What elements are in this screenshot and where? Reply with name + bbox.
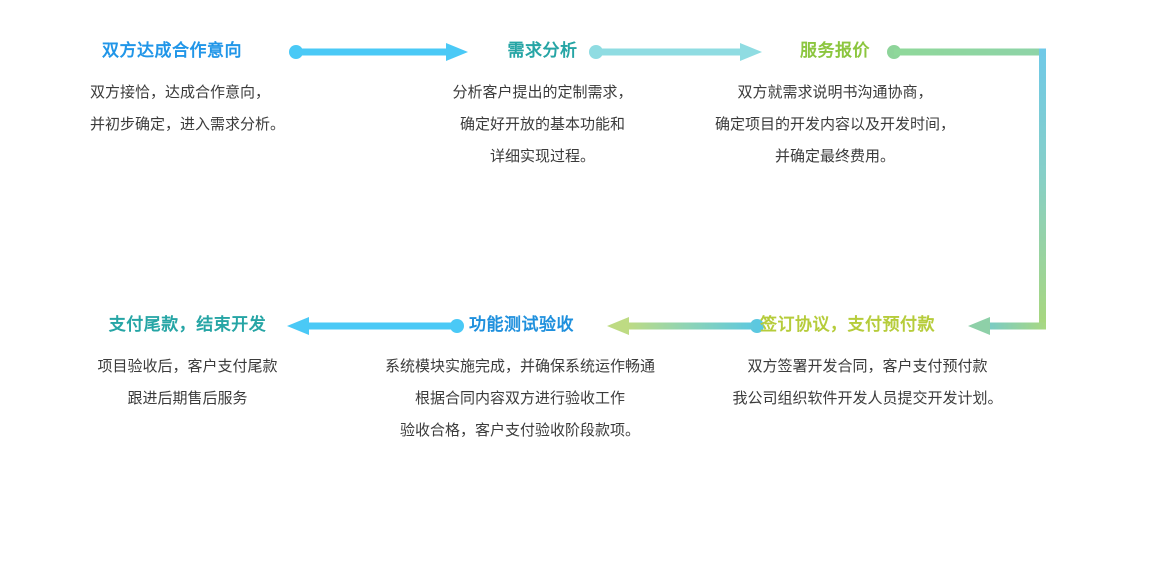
- step-description: 系统模块实施完成，并确保系统运作畅通 根据合同内容双方进行验收工作 验收合格，客…: [365, 350, 675, 446]
- step-sign-agreement-prepayment: 签订协议，支付预付款 双方签署开发合同，客户支付预付款 我公司组织软件开发人员提…: [710, 314, 1050, 414]
- step-title: 服务报价: [800, 41, 870, 61]
- step-description: 项目验收后，客户支付尾款 跟进后期售后服务: [55, 350, 320, 414]
- step-description: 双方就需求说明书沟通协商， 确定项目的开发内容以及开发时间， 并确定最终费用。: [700, 76, 970, 172]
- step-description-line: 详细实现过程。: [489, 147, 595, 165]
- step-description-line: 双方接恰，达成合作意向，: [90, 83, 271, 101]
- step-description-line: 系统模块实施完成，并确保系统运作畅通: [384, 357, 655, 375]
- step-description: 双方签署开发合同，客户支付预付款 我公司组织软件开发人员提交开发计划。: [685, 350, 1050, 414]
- step-description: 双方接恰，达成合作意向， 并初步确定，进入需求分析。: [90, 76, 330, 140]
- step-agreement-of-intent: 双方达成合作意向 双方接恰，达成合作意向， 并初步确定，进入需求分析。: [90, 40, 330, 140]
- step-title: 双方达成合作意向: [102, 41, 242, 61]
- step-description-line: 双方就需求说明书沟通协商，: [737, 83, 933, 101]
- step-description-line: 确定好开放的基本功能和: [459, 115, 625, 133]
- step-description-line: 验收合格，客户支付验收阶段款项。: [399, 421, 640, 439]
- step-description-line: 并初步确定，进入需求分析。: [90, 115, 286, 133]
- step-requirements-analysis: 需求分析 分析客户提出的定制需求， 确定好开放的基本功能和 详细实现过程。: [415, 40, 670, 172]
- step-description-line: 双方签署开发合同，客户支付预付款: [747, 357, 988, 375]
- step-description: 分析客户提出的定制需求， 确定好开放的基本功能和 详细实现过程。: [415, 76, 670, 172]
- step-description-line: 项目验收后，客户支付尾款: [97, 357, 278, 375]
- step-description-line: 确定项目的开发内容以及开发时间，: [714, 115, 955, 133]
- step-description-line: 我公司组织软件开发人员提交开发计划。: [732, 389, 1003, 407]
- step-function-test-acceptance: 功能测试验收 系统模块实施完成，并确保系统运作畅通 根据合同内容双方进行验收工作…: [365, 314, 675, 446]
- step-description-line: 并确定最终费用。: [774, 147, 895, 165]
- step-title: 功能测试验收: [469, 315, 574, 335]
- step-service-quotation: 服务报价 双方就需求说明书沟通协商， 确定项目的开发内容以及开发时间， 并确定最…: [700, 40, 970, 172]
- step-description-line: 分析客户提出的定制需求，: [452, 83, 633, 101]
- step-description-line: 根据合同内容双方进行验收工作: [414, 389, 625, 407]
- step-title: 签订协议，支付预付款: [760, 315, 935, 335]
- step-title: 需求分析: [507, 41, 578, 61]
- step-final-payment-end-development: 支付尾款，结束开发 项目验收后，客户支付尾款 跟进后期售后服务: [70, 314, 320, 414]
- step-description-line: 跟进后期售后服务: [127, 389, 248, 407]
- step-title: 支付尾款，结束开发: [108, 315, 267, 335]
